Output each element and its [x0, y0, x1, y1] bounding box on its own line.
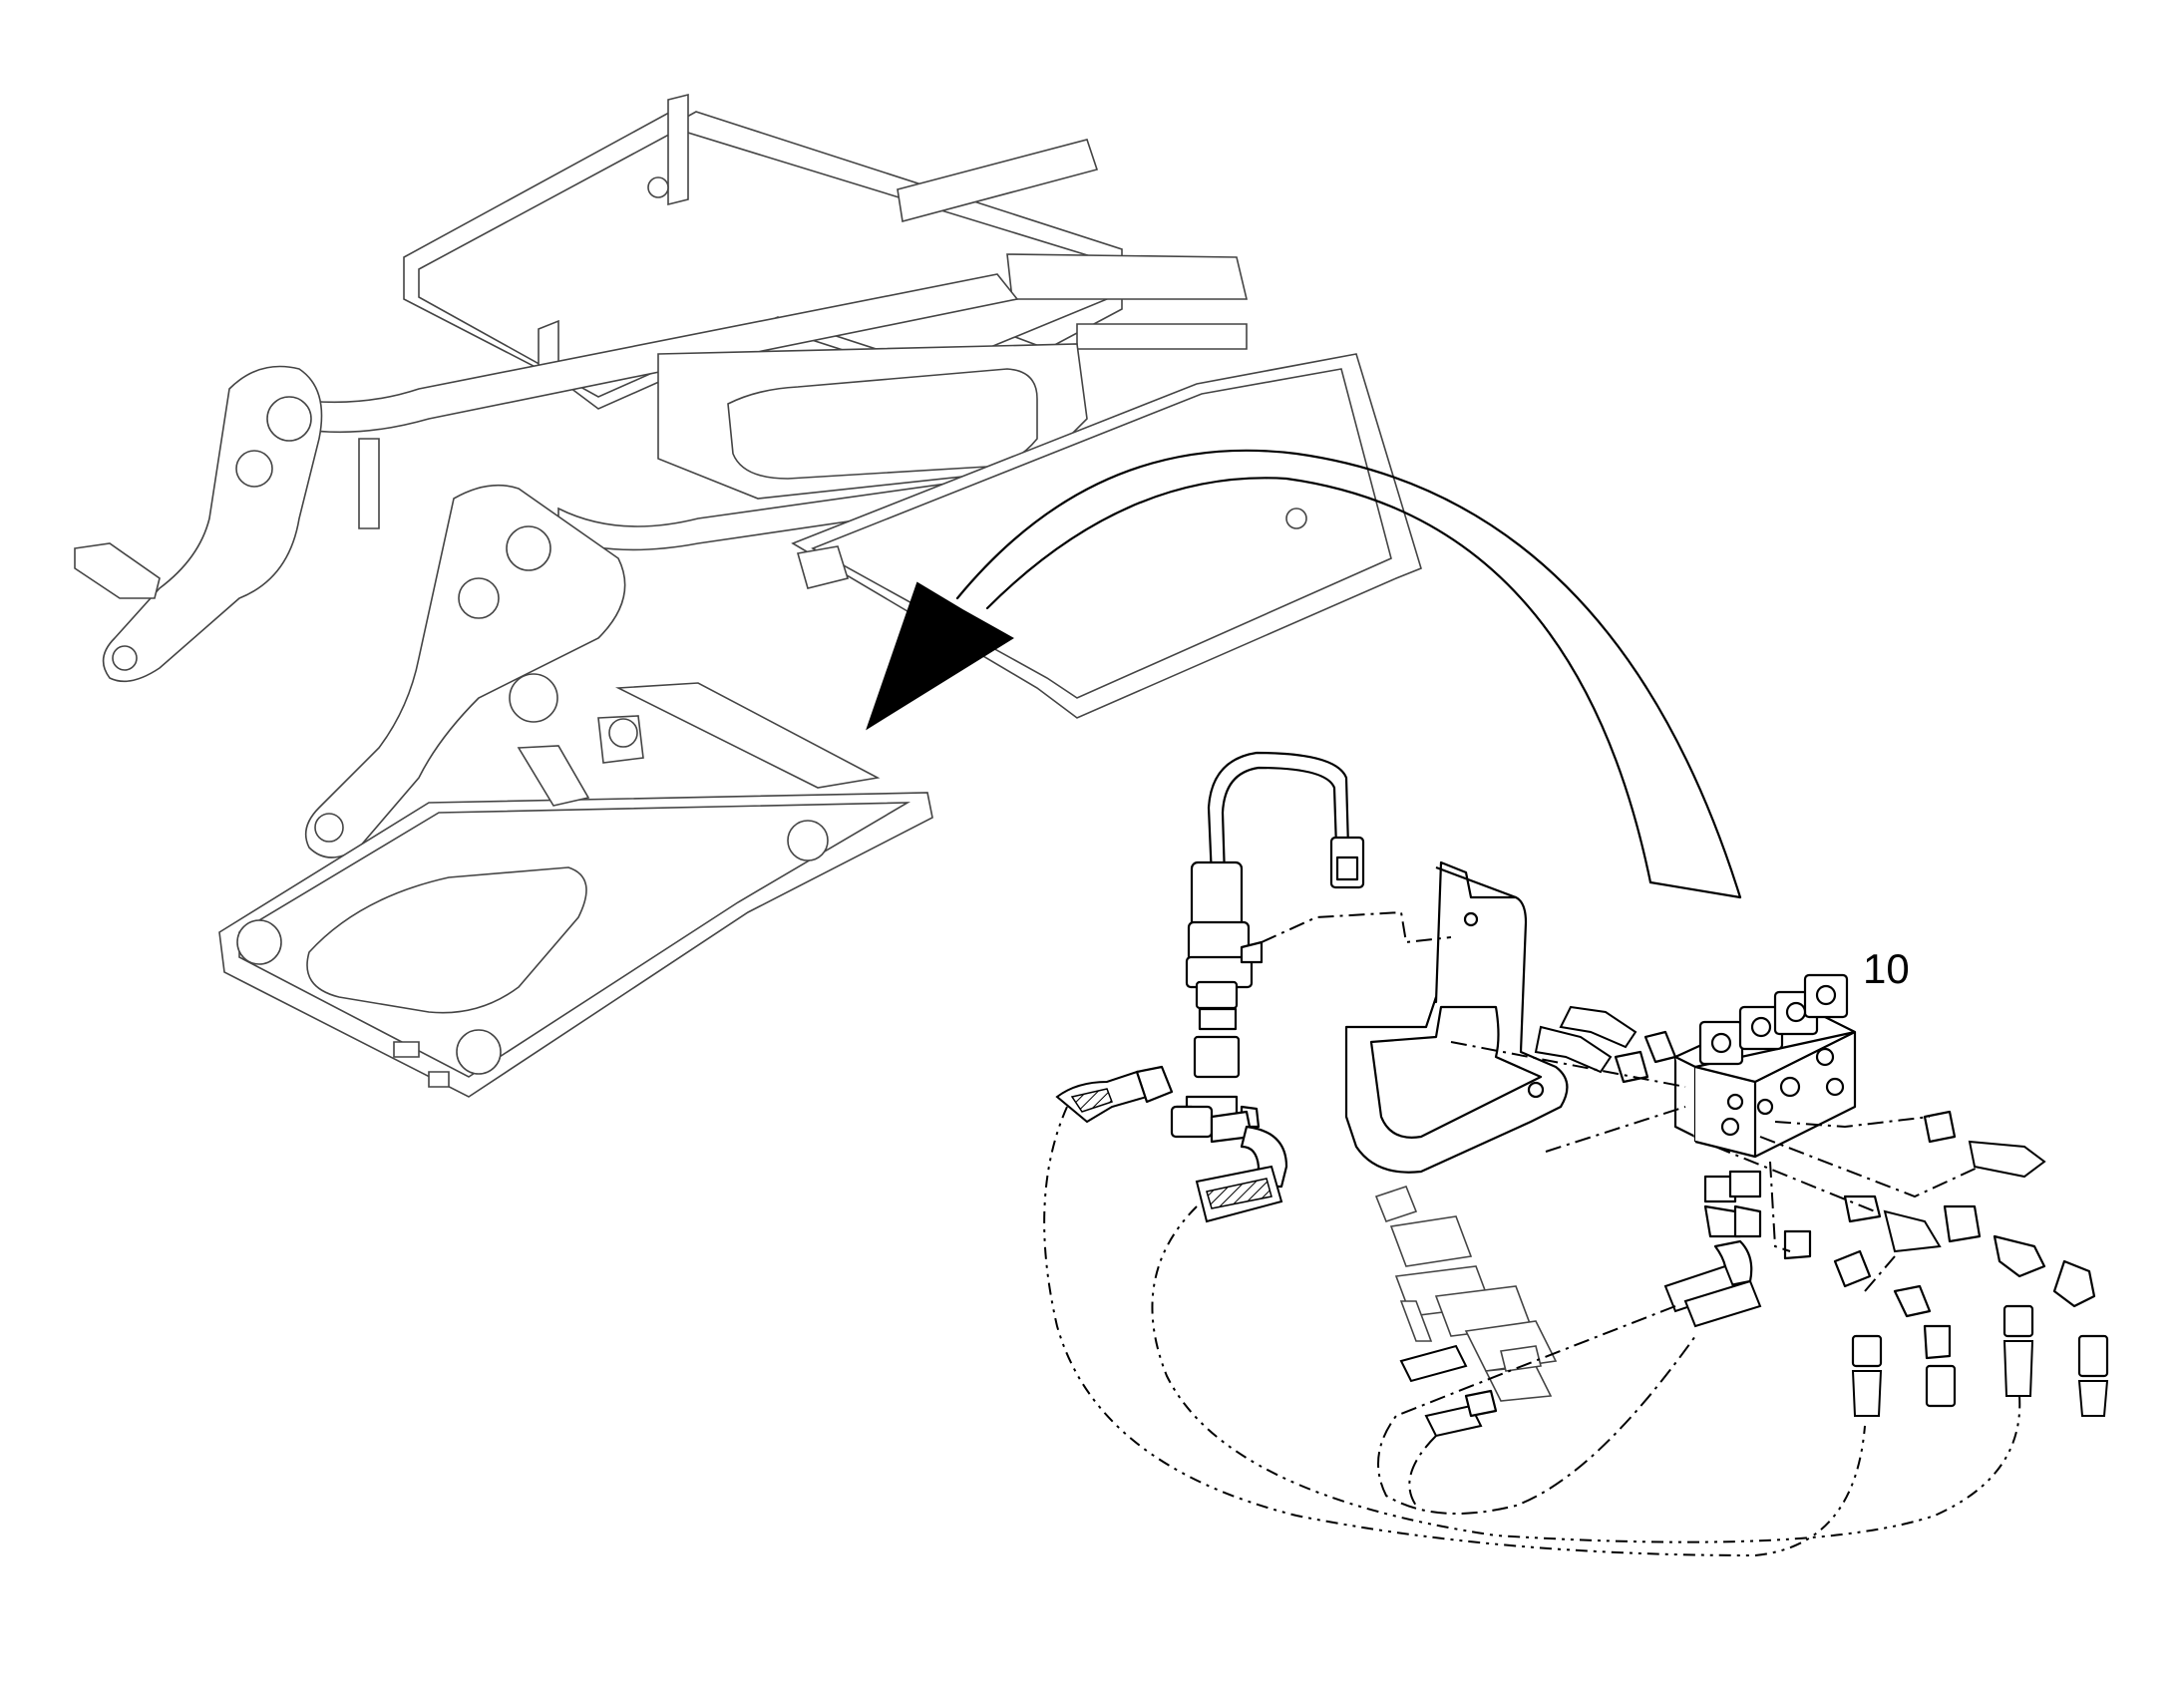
lower-hoses [1663, 1170, 1762, 1328]
right-fittings [1534, 1005, 2109, 1417]
pressure-switch-harness [1175, 751, 1365, 1129]
leader-lines [1043, 910, 2021, 1557]
solenoid-valve-block [1673, 973, 1857, 1159]
callout-label-10: 10 [1863, 945, 1910, 992]
valve-assembly-gray [1374, 1186, 1558, 1438]
direction-arrow [866, 449, 1742, 899]
mounting-bracket [1344, 860, 1569, 1174]
left-fittings [1055, 1065, 1288, 1223]
